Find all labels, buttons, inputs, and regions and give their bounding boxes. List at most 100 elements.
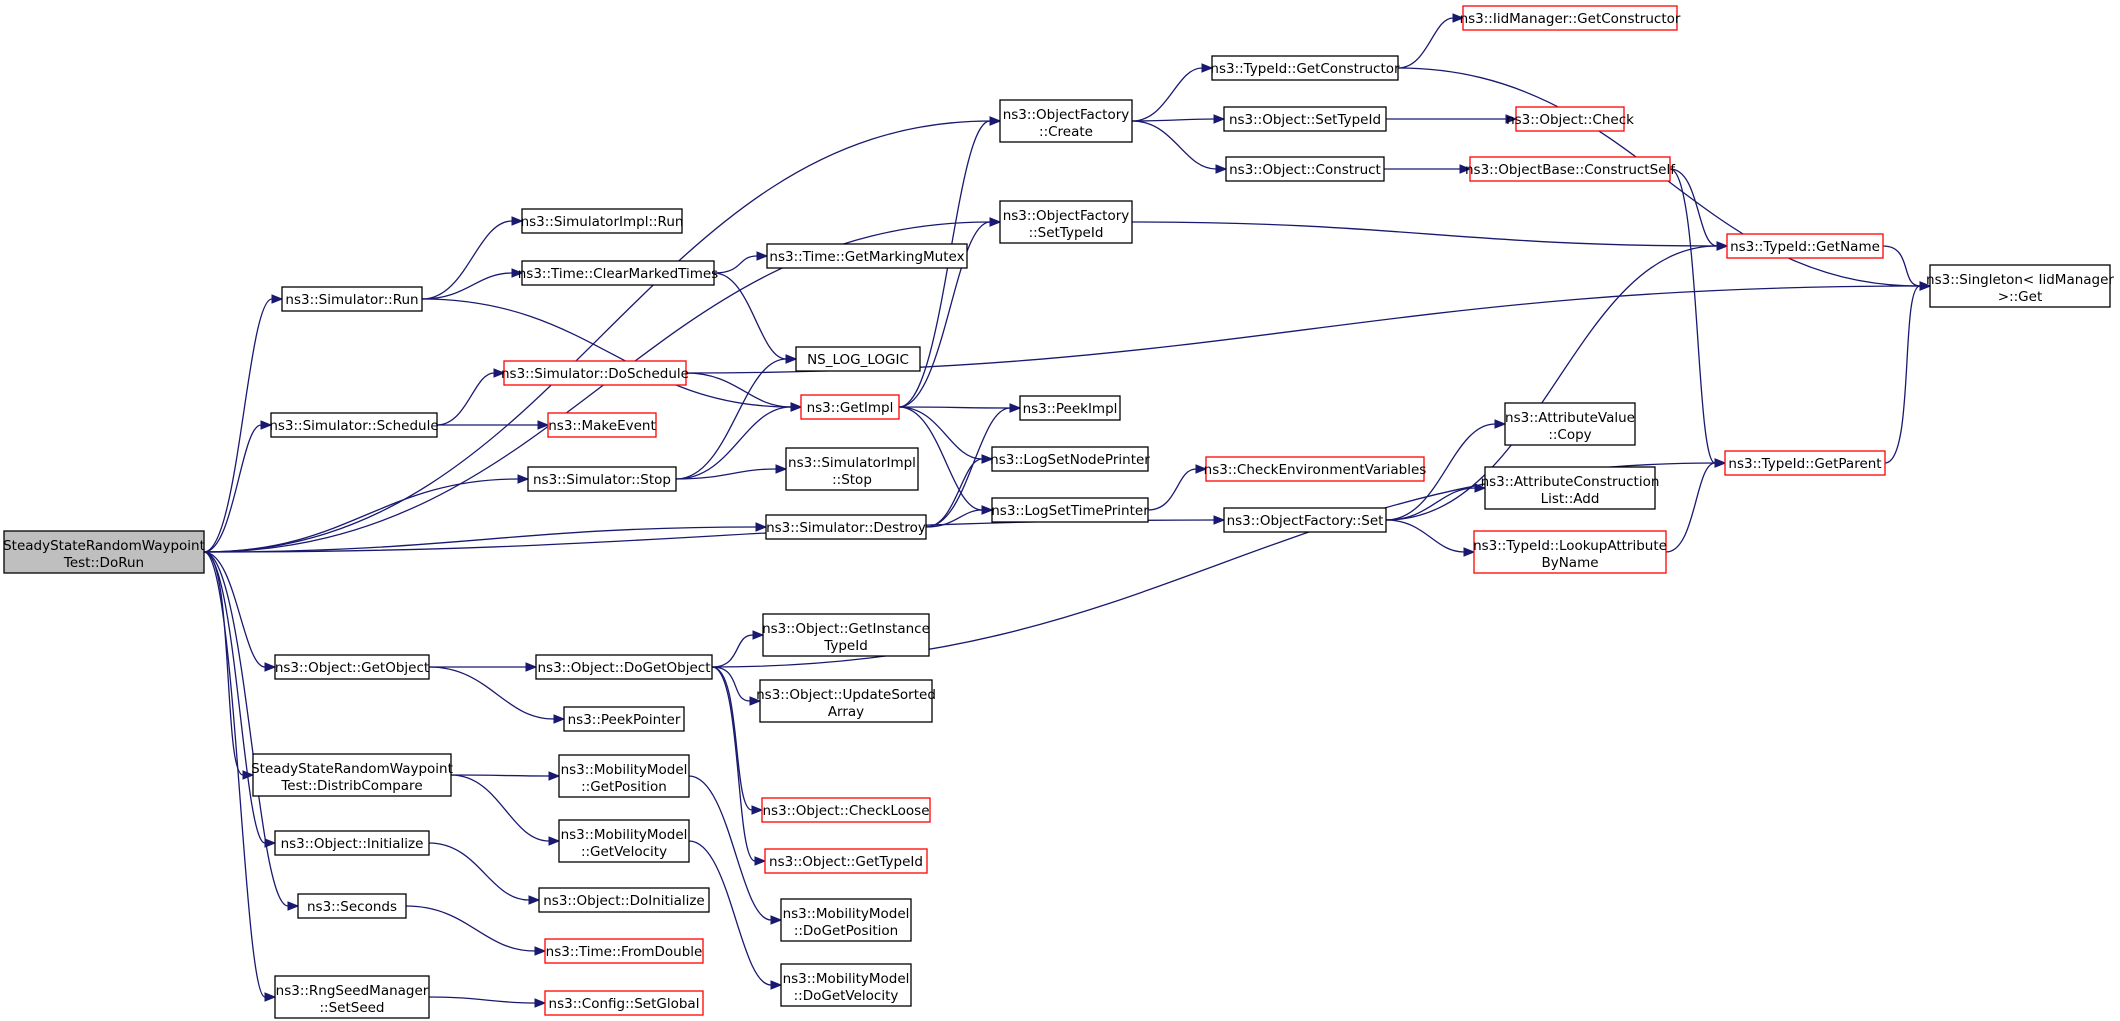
node-av-copy[interactable]: ns3::AttributeValue::Copy [1504, 402, 1636, 446]
node-obj-getobject[interactable]: ns3::Object::GetObject [274, 654, 430, 680]
node-label: ns3::CheckEnvironmentVariables [1204, 462, 1427, 478]
node-ns-log-logic[interactable]: NS_LOG_LOGIC [795, 346, 921, 372]
node-obj-construct[interactable]: ns3::Object::Construct [1225, 156, 1385, 182]
node-time-fromdouble[interactable]: ns3::Time::FromDouble [544, 938, 704, 964]
node-obj-init[interactable]: ns3::Object::Initialize [274, 830, 430, 856]
edge-root-to-sim-run [203, 294, 284, 553]
edge-typeid-getparent-to-singleton-get [1884, 281, 1932, 464]
edge-sim-run-to-getimpl [421, 298, 803, 412]
node-of-create[interactable]: ns3::ObjectFactory::Create [999, 99, 1133, 143]
node-mm-getvel[interactable]: ns3::MobilityModel::GetVelocity [558, 819, 690, 863]
node-label: ns3::Simulator::DoSchedule [501, 366, 689, 382]
edge-mm-getpos-to-mm-dogetpos [688, 775, 783, 925]
node-box [1205, 456, 1425, 482]
edge-line [898, 406, 1011, 409]
node-iid-getctor[interactable]: ns3::IidManager::GetConstructor [1460, 5, 1681, 31]
edge-line [713, 255, 758, 274]
node-mm-dogetvel[interactable]: ns3::MobilityModel::DoGetVelocity [780, 963, 912, 1007]
node-box [1223, 507, 1387, 533]
edge-line [450, 774, 550, 777]
node-time-clear[interactable]: ns3::Time::ClearMarkedTimes [518, 260, 718, 286]
node-typeid-getname[interactable]: ns3::TypeId::GetName [1726, 233, 1884, 259]
node-peekpointer[interactable]: ns3::PeekPointer [563, 706, 685, 732]
node-label: ns3::Object::GetInstance [762, 621, 930, 637]
node-getimpl[interactable]: ns3::GetImpl [800, 394, 900, 420]
node-mm-getpos[interactable]: ns3::MobilityModel::GetPosition [558, 754, 690, 798]
node-simimpl-run[interactable]: ns3::SimulatorImpl::Run [521, 208, 684, 234]
node-obj-check[interactable]: ns3::Object::Check [1506, 106, 1634, 132]
node-checkenv[interactable]: ns3::CheckEnvironmentVariables [1204, 456, 1427, 482]
node-label: ns3::Simulator::Stop [533, 472, 671, 488]
node-obj-gettypeid[interactable]: ns3::Object::GetTypeId [764, 848, 928, 874]
node-obj-checkloose[interactable]: ns3::Object::CheckLoose [761, 797, 931, 823]
node-sim-destroy[interactable]: ns3::Simulator::Destroy [765, 514, 927, 540]
node-makeevent[interactable]: ns3::MakeEvent [547, 412, 657, 438]
edge-arrowhead [775, 464, 788, 474]
edge-arrowhead [756, 251, 769, 261]
edge-line [405, 905, 536, 952]
edge-arrowhead [264, 992, 277, 1002]
edge-arrowhead [528, 895, 541, 905]
node-sim-schedule[interactable]: ns3::Simulator::Schedule [269, 412, 439, 438]
edge-line [898, 406, 983, 511]
node-time-getmutex[interactable]: ns3::Time::GetMarkingMutex [766, 243, 968, 269]
node-label: ns3::Object::Construct [1229, 162, 1381, 178]
edge-line [1397, 17, 1454, 69]
node-label: ::Stop [832, 472, 872, 488]
node-box [780, 898, 912, 942]
edge-time-clear-to-time-getmutex [713, 251, 769, 274]
edge-arrowhead [770, 915, 783, 925]
edge-line [1131, 120, 1217, 170]
node-peekimpl[interactable]: ns3::PeekImpl [1019, 395, 1121, 421]
node-label: Array [828, 704, 864, 720]
node-box [800, 394, 900, 420]
node-box [1724, 450, 1886, 476]
node-of-settypeid[interactable]: ns3::ObjectFactory::SetTypeId [999, 200, 1133, 244]
node-simimpl-stop[interactable]: ns3::SimulatorImpl::Stop [785, 447, 919, 491]
edge-obj-getobject-to-peekpointer [428, 666, 566, 724]
edge-arrowhead [511, 268, 524, 278]
node-typeid-getparent[interactable]: ns3::TypeId::GetParent [1724, 450, 1886, 476]
node-sim-run[interactable]: ns3::Simulator::Run [281, 286, 423, 312]
node-label: ns3::SimulatorImpl [788, 455, 916, 471]
edge-arrowhead [1714, 458, 1727, 468]
edge-arrowhead [1195, 464, 1208, 474]
node-label: Test::DistribCompare [280, 778, 422, 794]
node-typeid-getctor[interactable]: ns3::TypeId::GetConstructor [1210, 55, 1400, 81]
node-label: ns3::ObjectBase::ConstructSelf [1465, 162, 1676, 178]
node-logsettime[interactable]: ns3::LogSetTimePrinter [991, 497, 1149, 523]
node-box [764, 848, 928, 874]
edge-line [713, 272, 787, 360]
node-label: ns3::Object::GetTypeId [769, 854, 923, 870]
node-obj-dogetobject[interactable]: ns3::Object::DoGetObject [535, 654, 713, 680]
node-label: ns3::Seconds [307, 899, 397, 915]
node-distrib[interactable]: SteadyStateRandomWaypointTest::DistribCo… [251, 753, 453, 797]
node-label: ns3::ObjectFactory::Set [1227, 513, 1384, 529]
node-label: ns3::AttributeConstruction [1481, 474, 1660, 490]
node-sim-doschedule[interactable]: ns3::Simulator::DoSchedule [501, 360, 689, 386]
node-config-setglobal[interactable]: ns3::Config::SetGlobal [544, 990, 704, 1016]
node-mm-dogetpos[interactable]: ns3::MobilityModel::DoGetPosition [780, 898, 912, 942]
node-objbase-constructself[interactable]: ns3::ObjectBase::ConstructSelf [1465, 156, 1676, 182]
node-sim-stop[interactable]: ns3::Simulator::Stop [527, 466, 677, 492]
node-label: ::Copy [1548, 427, 1591, 443]
node-of-set[interactable]: ns3::ObjectFactory::Set [1223, 507, 1387, 533]
node-obj-doinit[interactable]: ns3::Object::DoInitialize [538, 887, 710, 913]
node-singleton-get[interactable]: ns3::Singleton< IidManager >::Get [1926, 264, 2114, 308]
node-rng-setseed[interactable]: ns3::RngSeedManager::SetSeed [274, 975, 430, 1019]
node-obj-settypeid[interactable]: ns3::Object::SetTypeId [1223, 106, 1387, 132]
node-logsetnode[interactable]: ns3::LogSetNodePrinter [990, 446, 1150, 472]
node-seconds[interactable]: ns3::Seconds [297, 893, 407, 919]
edge-root-to-sim-schedule [203, 420, 273, 553]
node-box [785, 447, 919, 491]
edge-line [688, 775, 772, 921]
node-box [1225, 156, 1385, 182]
node-label: ns3::Object::DoGetObject [537, 660, 710, 676]
edge-sim-schedule-to-makeevent [436, 420, 550, 430]
node-box [297, 893, 407, 919]
